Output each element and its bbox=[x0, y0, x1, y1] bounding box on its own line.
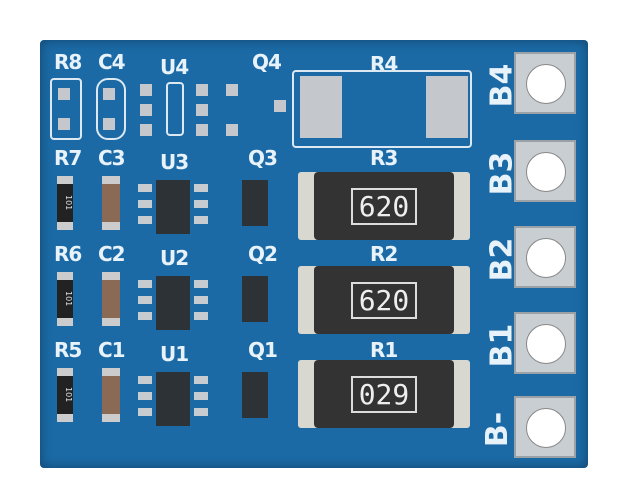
resistor-marking: 620 bbox=[350, 281, 418, 319]
pin bbox=[138, 312, 152, 320]
c4-pad bbox=[103, 88, 115, 100]
label-r4: R4 bbox=[370, 52, 398, 76]
mosfet-q3 bbox=[242, 180, 268, 226]
pin bbox=[138, 280, 152, 288]
pad-b4 bbox=[514, 52, 576, 114]
pin bbox=[194, 280, 208, 288]
resistor-r7: 101 bbox=[57, 176, 73, 230]
r4-footprint bbox=[292, 70, 472, 148]
label-u3: U3 bbox=[160, 150, 189, 174]
pin bbox=[194, 296, 208, 304]
u4-pad bbox=[140, 104, 152, 116]
label-r6: R6 bbox=[54, 242, 82, 266]
label-r2: R2 bbox=[370, 242, 398, 266]
c4-pad bbox=[103, 118, 115, 130]
label-c4: C4 bbox=[98, 50, 126, 74]
pin bbox=[194, 200, 208, 208]
q4-pad bbox=[274, 100, 286, 112]
resistor-r5: 101 bbox=[57, 368, 73, 422]
pin bbox=[138, 408, 152, 416]
label-r1: R1 bbox=[370, 338, 398, 362]
r4-pad-left bbox=[300, 76, 342, 138]
r8-footprint bbox=[50, 78, 82, 140]
label-c3: C3 bbox=[98, 146, 126, 170]
label-r8: R8 bbox=[54, 50, 82, 74]
u4-pad bbox=[196, 84, 208, 96]
ic-u2 bbox=[156, 276, 190, 330]
pin bbox=[194, 216, 208, 224]
pin bbox=[138, 216, 152, 224]
u4-pad bbox=[140, 84, 152, 96]
pad-b3 bbox=[514, 140, 576, 202]
label-u2: U2 bbox=[160, 246, 189, 270]
through-hole bbox=[526, 408, 566, 448]
u4-pad bbox=[196, 124, 208, 136]
pin bbox=[138, 296, 152, 304]
label-b-minus: B- bbox=[480, 411, 516, 448]
c4-footprint bbox=[96, 78, 126, 140]
label-u4: U4 bbox=[160, 55, 189, 79]
u4-pad bbox=[226, 124, 238, 136]
pin bbox=[194, 184, 208, 192]
pin bbox=[194, 408, 208, 416]
label-c1: C1 bbox=[98, 338, 126, 362]
pad-b-minus bbox=[514, 396, 576, 458]
resistor-r6: 101 bbox=[57, 272, 73, 326]
pin bbox=[194, 312, 208, 320]
label-r5: R5 bbox=[54, 338, 82, 362]
r8-pad bbox=[58, 88, 70, 100]
resistor-r1: 029 bbox=[298, 360, 470, 428]
label-q1: Q1 bbox=[248, 338, 278, 362]
resistor-r2: 620 bbox=[298, 266, 470, 334]
through-hole bbox=[526, 152, 566, 192]
pad-b1 bbox=[514, 312, 576, 374]
r8-pad bbox=[58, 118, 70, 130]
u4-pad bbox=[226, 84, 238, 96]
pin bbox=[138, 184, 152, 192]
label-c2: C2 bbox=[98, 242, 126, 266]
label-q4: Q4 bbox=[252, 50, 282, 74]
pin bbox=[194, 392, 208, 400]
u4-pad bbox=[140, 124, 152, 136]
label-r7: R7 bbox=[54, 146, 82, 170]
mosfet-q2 bbox=[242, 276, 268, 322]
label-r3: R3 bbox=[370, 146, 398, 170]
pin bbox=[138, 392, 152, 400]
capacitor-c3 bbox=[102, 176, 120, 230]
capacitor-c1 bbox=[102, 368, 120, 422]
through-hole bbox=[526, 64, 566, 104]
r4-pad-right bbox=[426, 76, 468, 138]
ic-u1 bbox=[156, 372, 190, 426]
pin bbox=[138, 376, 152, 384]
capacitor-c2 bbox=[102, 272, 120, 326]
resistor-marking: 029 bbox=[350, 375, 418, 413]
through-hole bbox=[526, 238, 566, 278]
label-u1: U1 bbox=[160, 342, 189, 366]
through-hole bbox=[526, 324, 566, 364]
pad-b2 bbox=[514, 226, 576, 288]
u4-footprint bbox=[166, 82, 184, 136]
resistor-marking: 620 bbox=[350, 187, 418, 225]
mosfet-q1 bbox=[242, 372, 268, 418]
pin bbox=[194, 376, 208, 384]
resistor-r3: 620 bbox=[298, 172, 470, 240]
ic-u3 bbox=[156, 180, 190, 234]
label-q2: Q2 bbox=[248, 242, 278, 266]
u4-pad bbox=[196, 104, 208, 116]
label-q3: Q3 bbox=[248, 146, 278, 170]
pin bbox=[138, 200, 152, 208]
